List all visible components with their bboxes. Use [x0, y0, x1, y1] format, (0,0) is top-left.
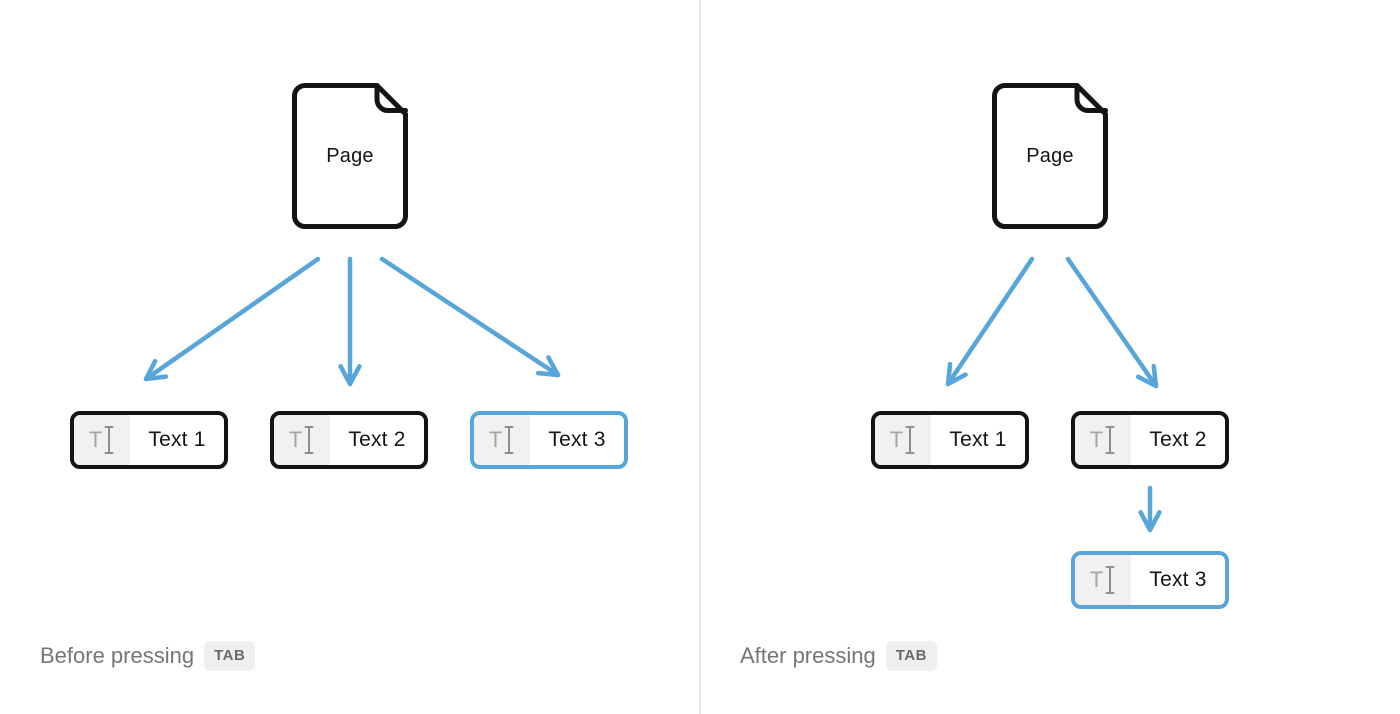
text-block-label: Text 1	[148, 428, 206, 451]
ibeam-cursor-icon	[1105, 426, 1115, 454]
text-icon-letter: T	[1089, 427, 1104, 452]
page-icon	[992, 83, 1108, 229]
ibeam-cursor-icon	[104, 426, 114, 454]
tab-key-badge: TAB	[885, 641, 937, 671]
caption-left: Before pressing TAB	[40, 640, 256, 672]
ibeam-cursor-icon	[1105, 566, 1115, 594]
arrow-page-to-text3-left	[379, 256, 561, 378]
page-icon	[292, 83, 408, 229]
text-icon-letter: T	[488, 427, 503, 452]
page-node-right: Page	[991, 82, 1109, 230]
page-node-left: Page	[291, 82, 409, 230]
arrow-page-to-text2-left	[338, 256, 362, 387]
text-block-label: Text 1	[949, 428, 1007, 451]
text-block-2-right: T Text 2	[1071, 411, 1229, 469]
text-block-label: Text 3	[548, 428, 606, 451]
text-block-1-left: T Text 1	[70, 411, 228, 469]
text-cursor-icon: T	[1075, 415, 1131, 465]
text-block-2-left: T Text 2	[270, 411, 428, 469]
tab-key-badge: TAB	[204, 641, 256, 671]
text-block-3-left-selected: T Text 3	[470, 411, 628, 469]
text-cursor-icon: T	[274, 415, 330, 465]
text-cursor-icon: T	[875, 415, 931, 465]
caption-text: Before pressing	[40, 643, 195, 668]
text-icon-letter: T	[889, 427, 904, 452]
ibeam-cursor-icon	[504, 426, 514, 454]
text-block-1-right: T Text 1	[871, 411, 1029, 469]
text-block-label: Text 2	[348, 428, 406, 451]
text-cursor-icon: T	[74, 415, 130, 465]
arrow-page-to-text2-right	[1065, 256, 1159, 389]
text-icon-letter: T	[88, 427, 103, 452]
text-cursor-icon: T	[474, 415, 530, 465]
text-block-label: Text 3	[1149, 568, 1207, 591]
caption-text: After pressing	[740, 643, 876, 668]
ibeam-cursor-icon	[905, 426, 915, 454]
arrow-page-to-text1-right	[945, 256, 1035, 387]
text-icon-letter: T	[1089, 567, 1104, 592]
arrow-page-to-text1-left	[143, 256, 321, 382]
text-block-label: Text 2	[1149, 428, 1207, 451]
text-cursor-icon: T	[1075, 555, 1131, 605]
ibeam-cursor-icon	[304, 426, 314, 454]
text-icon-letter: T	[288, 427, 303, 452]
text-block-3-right-selected: T Text 3	[1071, 551, 1229, 609]
page-node-label: Page	[1026, 144, 1074, 167]
caption-right: After pressing TAB	[740, 640, 937, 672]
page-node-label: Page	[326, 144, 374, 167]
panel-divider	[699, 0, 701, 714]
arrow-text2-to-text3-right	[1138, 485, 1162, 533]
